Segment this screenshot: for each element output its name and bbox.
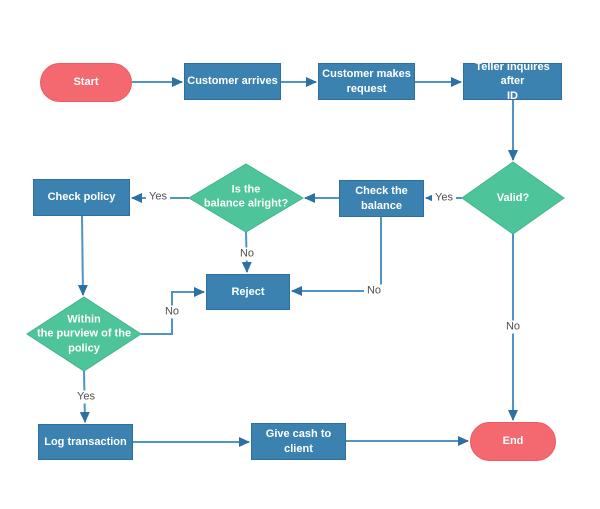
node-give-cash-label: Give cash to client bbox=[265, 428, 332, 455]
edge-label-purview-yes: Yes bbox=[74, 390, 98, 404]
node-reject-label: Reject bbox=[231, 285, 265, 298]
node-within-purview-shape[interactable] bbox=[26, 296, 142, 372]
node-customer-arrives[interactable]: Customer arrives bbox=[184, 63, 281, 100]
node-log-transaction[interactable]: Log transaction bbox=[38, 424, 133, 460]
edge-check-balance-no-to-reject bbox=[291, 217, 382, 296]
node-is-balance-alright-shape[interactable] bbox=[188, 163, 304, 233]
node-teller-inquires[interactable]: Teller inquires after ID bbox=[463, 61, 562, 102]
node-end[interactable]: End bbox=[470, 422, 556, 461]
edge-check-policy-to-purview bbox=[77, 215, 88, 296]
node-check-policy-label: Check policy bbox=[47, 191, 116, 204]
edge-label-check-balance-no: No bbox=[363, 284, 385, 298]
node-start-label: Start bbox=[73, 76, 99, 89]
node-teller-inquires-label: Teller inquires after ID bbox=[475, 61, 550, 102]
node-customer-makes-request-label: Customer makes request bbox=[322, 68, 411, 95]
decision-shapes bbox=[26, 161, 565, 372]
node-give-cash[interactable]: Give cash to client bbox=[251, 423, 346, 460]
node-reject[interactable]: Reject bbox=[206, 274, 290, 310]
connectors bbox=[77, 77, 518, 447]
edge-label-valid-no: No bbox=[502, 320, 524, 334]
node-customer-makes-request[interactable]: Customer makes request bbox=[318, 63, 415, 100]
node-check-policy[interactable]: Check policy bbox=[33, 179, 130, 216]
node-log-transaction-label: Log transaction bbox=[44, 435, 127, 448]
edge-label-balance-no: No bbox=[236, 247, 258, 261]
edge-label-purview-no: No bbox=[161, 305, 183, 319]
node-valid-shape[interactable] bbox=[461, 161, 565, 235]
node-customer-arrives-label: Customer arrives bbox=[187, 75, 278, 88]
edge-label-valid-yes: Yes bbox=[432, 191, 456, 205]
node-end-label: End bbox=[502, 435, 524, 448]
node-check-the-balance[interactable]: Check the balance bbox=[339, 180, 424, 217]
node-start[interactable]: Start bbox=[40, 63, 132, 102]
node-check-the-balance-label: Check the balance bbox=[355, 185, 408, 212]
edge-label-balance-yes: Yes bbox=[146, 190, 170, 204]
